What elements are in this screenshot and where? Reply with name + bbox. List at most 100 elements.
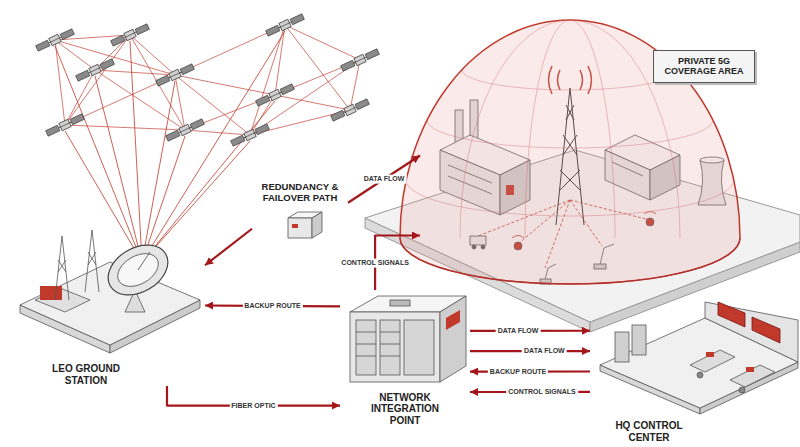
satellites	[46, 125, 60, 136]
hq-control-room	[752, 317, 780, 343]
satellite-links	[285, 25, 360, 60]
satellite-links	[142, 136, 185, 262]
integration-server	[380, 356, 400, 357]
satellites	[179, 124, 191, 135]
satellite-links	[142, 101, 275, 262]
satellites	[255, 124, 269, 135]
ground-station-site	[138, 252, 150, 270]
ground-station-site	[58, 260, 66, 272]
satellite-links	[95, 35, 130, 70]
hq-control-room	[697, 372, 703, 378]
satellite-links	[55, 40, 95, 70]
satellites	[124, 29, 136, 40]
satellite-links	[142, 31, 285, 262]
satellite-links	[55, 25, 360, 262]
ground-station-site	[88, 252, 96, 265]
satellite-links	[95, 76, 142, 262]
connectors	[167, 156, 590, 406]
node-label: HQ CONTROL CENTER	[608, 420, 690, 443]
satellites	[75, 58, 115, 82]
satellites	[265, 13, 305, 37]
satellites	[89, 67, 102, 73]
hq-control-room	[706, 352, 714, 357]
coverage-dome	[462, 70, 678, 90]
satellites	[156, 75, 170, 86]
connector	[348, 156, 420, 203]
failover-switch	[292, 224, 298, 228]
satellites	[365, 49, 379, 60]
satellites	[279, 22, 292, 28]
hq-control-room	[739, 387, 745, 393]
satellites	[35, 28, 75, 52]
satellites	[100, 59, 114, 70]
satellites	[255, 83, 295, 107]
failover-switch	[288, 218, 312, 238]
ground-station-site	[40, 286, 62, 300]
satellite-links	[250, 95, 275, 135]
satellites	[190, 119, 204, 130]
coverage-dome	[400, 238, 740, 284]
satellites	[60, 29, 74, 40]
hq-control-room	[718, 302, 745, 327]
satellites	[36, 40, 50, 51]
satellites	[279, 19, 291, 30]
failover-switch	[288, 212, 322, 238]
satellite-links	[65, 35, 130, 125]
satellites	[266, 25, 280, 36]
satellites	[354, 54, 366, 65]
satellites	[76, 70, 90, 81]
node-label: PRIVATE 5G COVERAGE AREA	[653, 50, 755, 83]
satellites	[45, 113, 85, 137]
satellites	[280, 84, 294, 95]
node-label: NETWORK INTEGRATION POINT	[364, 392, 446, 427]
coverage-dome	[525, 20, 615, 238]
edge-label: BACKUP ROUTE	[488, 367, 548, 376]
hq-control-room	[600, 318, 798, 408]
satellites	[155, 63, 195, 87]
satellites	[256, 95, 270, 106]
hq-control-room	[730, 365, 775, 387]
satellite-links	[175, 25, 285, 75]
satellite-links	[175, 75, 275, 95]
satellites	[35, 13, 380, 147]
integration-server	[380, 332, 400, 333]
edge-label: DATA FLOW	[362, 175, 407, 184]
satellite-links	[130, 41, 142, 262]
integration-server	[380, 320, 400, 375]
coverage-dome	[427, 120, 713, 148]
hq-control-room	[615, 332, 629, 362]
satellites	[169, 72, 182, 78]
integration-server	[350, 296, 466, 382]
satellites	[354, 57, 367, 63]
satellite-links	[285, 25, 350, 110]
satellites	[340, 48, 380, 72]
satellites	[124, 32, 137, 38]
hq-control-room	[632, 325, 646, 355]
satellites	[355, 99, 369, 110]
satellites	[180, 64, 194, 75]
hq-control-room	[600, 302, 798, 414]
satellites	[331, 110, 345, 121]
satellites	[89, 64, 101, 75]
satellites	[59, 119, 71, 130]
satellite-links	[65, 75, 175, 125]
satellites	[179, 127, 192, 133]
integration-node: NETWORK INTEGRATION POINT	[340, 290, 470, 426]
satellite-links	[250, 60, 360, 135]
failover-node: REDUNDANCY & FAILOVER PATH	[252, 180, 348, 245]
satellites	[135, 24, 149, 35]
edge-label: CONTROL SIGNALS	[339, 258, 411, 267]
edge-label: FIBER OPTIC	[229, 401, 277, 410]
satellites	[110, 23, 150, 47]
edge-label: DATA FLOW	[522, 347, 567, 356]
integration-server	[356, 344, 376, 345]
satellites	[344, 104, 356, 115]
satellites	[269, 92, 282, 98]
satellites	[244, 129, 256, 140]
hq-control-room	[746, 367, 754, 372]
integration-server	[356, 356, 376, 357]
satellites	[49, 37, 62, 43]
node-label: REDUNDANCY & FAILOVER PATH	[256, 182, 344, 204]
satellites	[49, 34, 61, 45]
satellite-links	[65, 131, 142, 262]
